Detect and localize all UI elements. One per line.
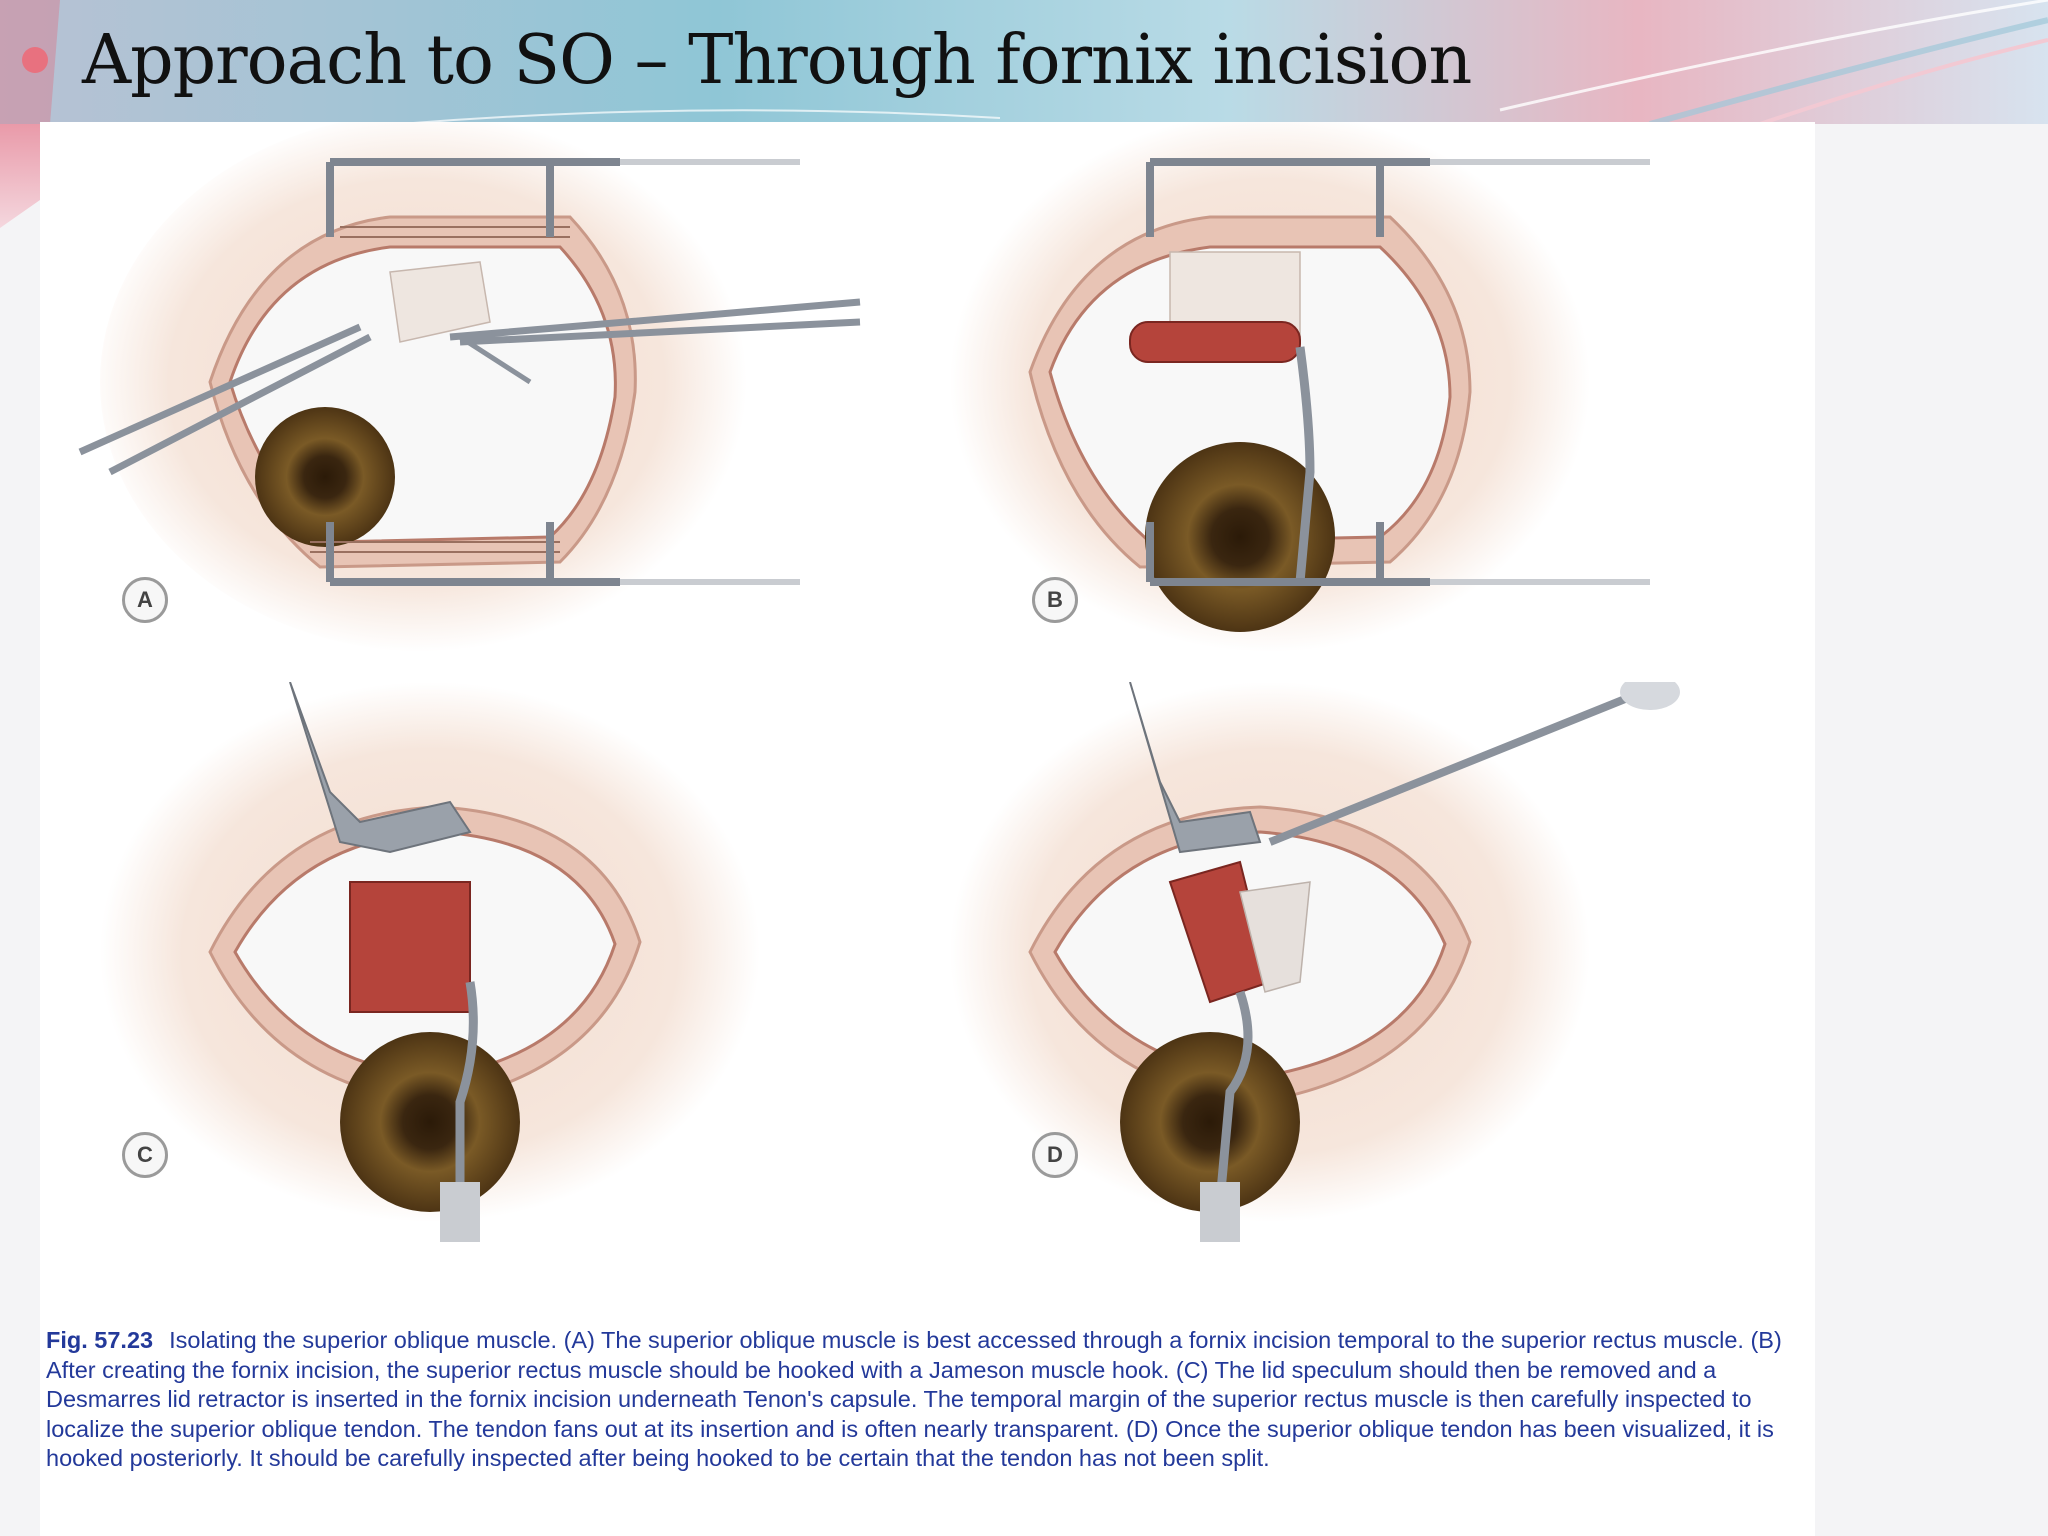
surgical-figure: A B — [40, 122, 1815, 1536]
header-decoration — [0, 0, 2048, 228]
eye-illustration-a — [78, 122, 861, 652]
caption-text: Isolating the superior oblique muscle. (… — [46, 1327, 1782, 1471]
panel-a: A — [60, 122, 880, 662]
slide-title: Approach to SO – Through fornix incision — [82, 20, 1472, 100]
title-row: Approach to SO – Through fornix incision — [22, 10, 1472, 110]
panel-b: B — [910, 122, 1730, 662]
panel-label-a: A — [122, 577, 168, 623]
panel-d: D — [910, 682, 1730, 1242]
eye-illustration-b — [950, 122, 1650, 652]
eye-illustration-c — [100, 682, 760, 1242]
panel-c: C — [60, 682, 880, 1242]
panel-label-d: D — [1032, 1132, 1078, 1178]
eye-illustration-d — [950, 682, 1680, 1242]
panel-label-c: C — [122, 1132, 168, 1178]
panel-label-b: B — [1032, 577, 1078, 623]
figure-number: Fig. 57.23 — [46, 1327, 154, 1353]
bullet-dot — [22, 47, 48, 73]
